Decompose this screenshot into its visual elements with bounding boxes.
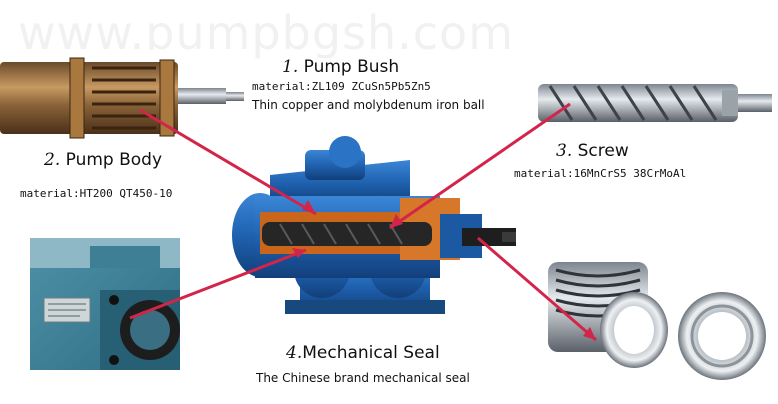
- pointer-mechanical-seal: [477, 236, 597, 342]
- screw-material: material:16MnCrS5 38CrMoAl: [514, 167, 687, 180]
- arrowhead-screw: [390, 214, 403, 228]
- arrowhead-pump-bush: [302, 200, 316, 214]
- pump-bush-image: [0, 50, 244, 142]
- pump-bush-material: material:ZL109 ZCuSn5Pb5Zn5: [252, 80, 431, 93]
- screw-image: [538, 84, 772, 122]
- mechanical-seal-title: 4.Mechanical Seal: [286, 343, 440, 363]
- pointer-screw: [389, 102, 571, 230]
- arrowhead-mechanical-seal: [583, 327, 596, 340]
- screw-title: 3. Screw: [556, 141, 629, 161]
- pump-bush-title: 1. Pump Bush: [282, 57, 400, 77]
- pump-cutaway-image: [232, 136, 516, 314]
- pointer-pump-bush: [139, 108, 317, 216]
- pump-body-title: 2. Pump Body: [44, 150, 163, 170]
- arrowhead-pump-body: [292, 248, 306, 258]
- pointer-lines: [129, 102, 597, 342]
- pump-body-material: material:HT200 QT450-10: [20, 187, 173, 200]
- pump-body-image: [30, 238, 180, 370]
- pointer-pump-body: [129, 248, 307, 320]
- mechanical-seal-note: The Chinese brand mechanical seal: [256, 371, 470, 385]
- pump-bush-note: Thin copper and molybdenum iron ball: [252, 98, 485, 112]
- mechanical-seal-image: [548, 262, 766, 380]
